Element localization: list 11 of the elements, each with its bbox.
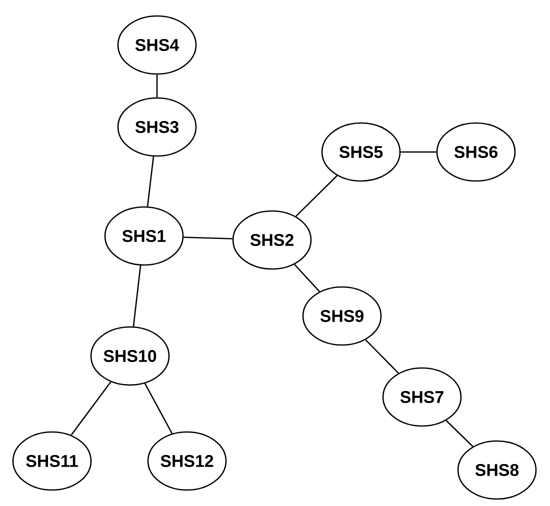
connector-line bbox=[132, 265, 142, 327]
connector-line bbox=[295, 175, 338, 217]
connector-line bbox=[446, 420, 474, 447]
connector-line bbox=[144, 383, 173, 434]
connector-line bbox=[294, 264, 320, 292]
connector-line bbox=[70, 382, 112, 436]
connector-line bbox=[146, 156, 154, 207]
connector-line bbox=[365, 339, 399, 374]
connector-line bbox=[156, 74, 158, 98]
connector-line bbox=[184, 236, 232, 240]
connector-line bbox=[400, 151, 436, 153]
